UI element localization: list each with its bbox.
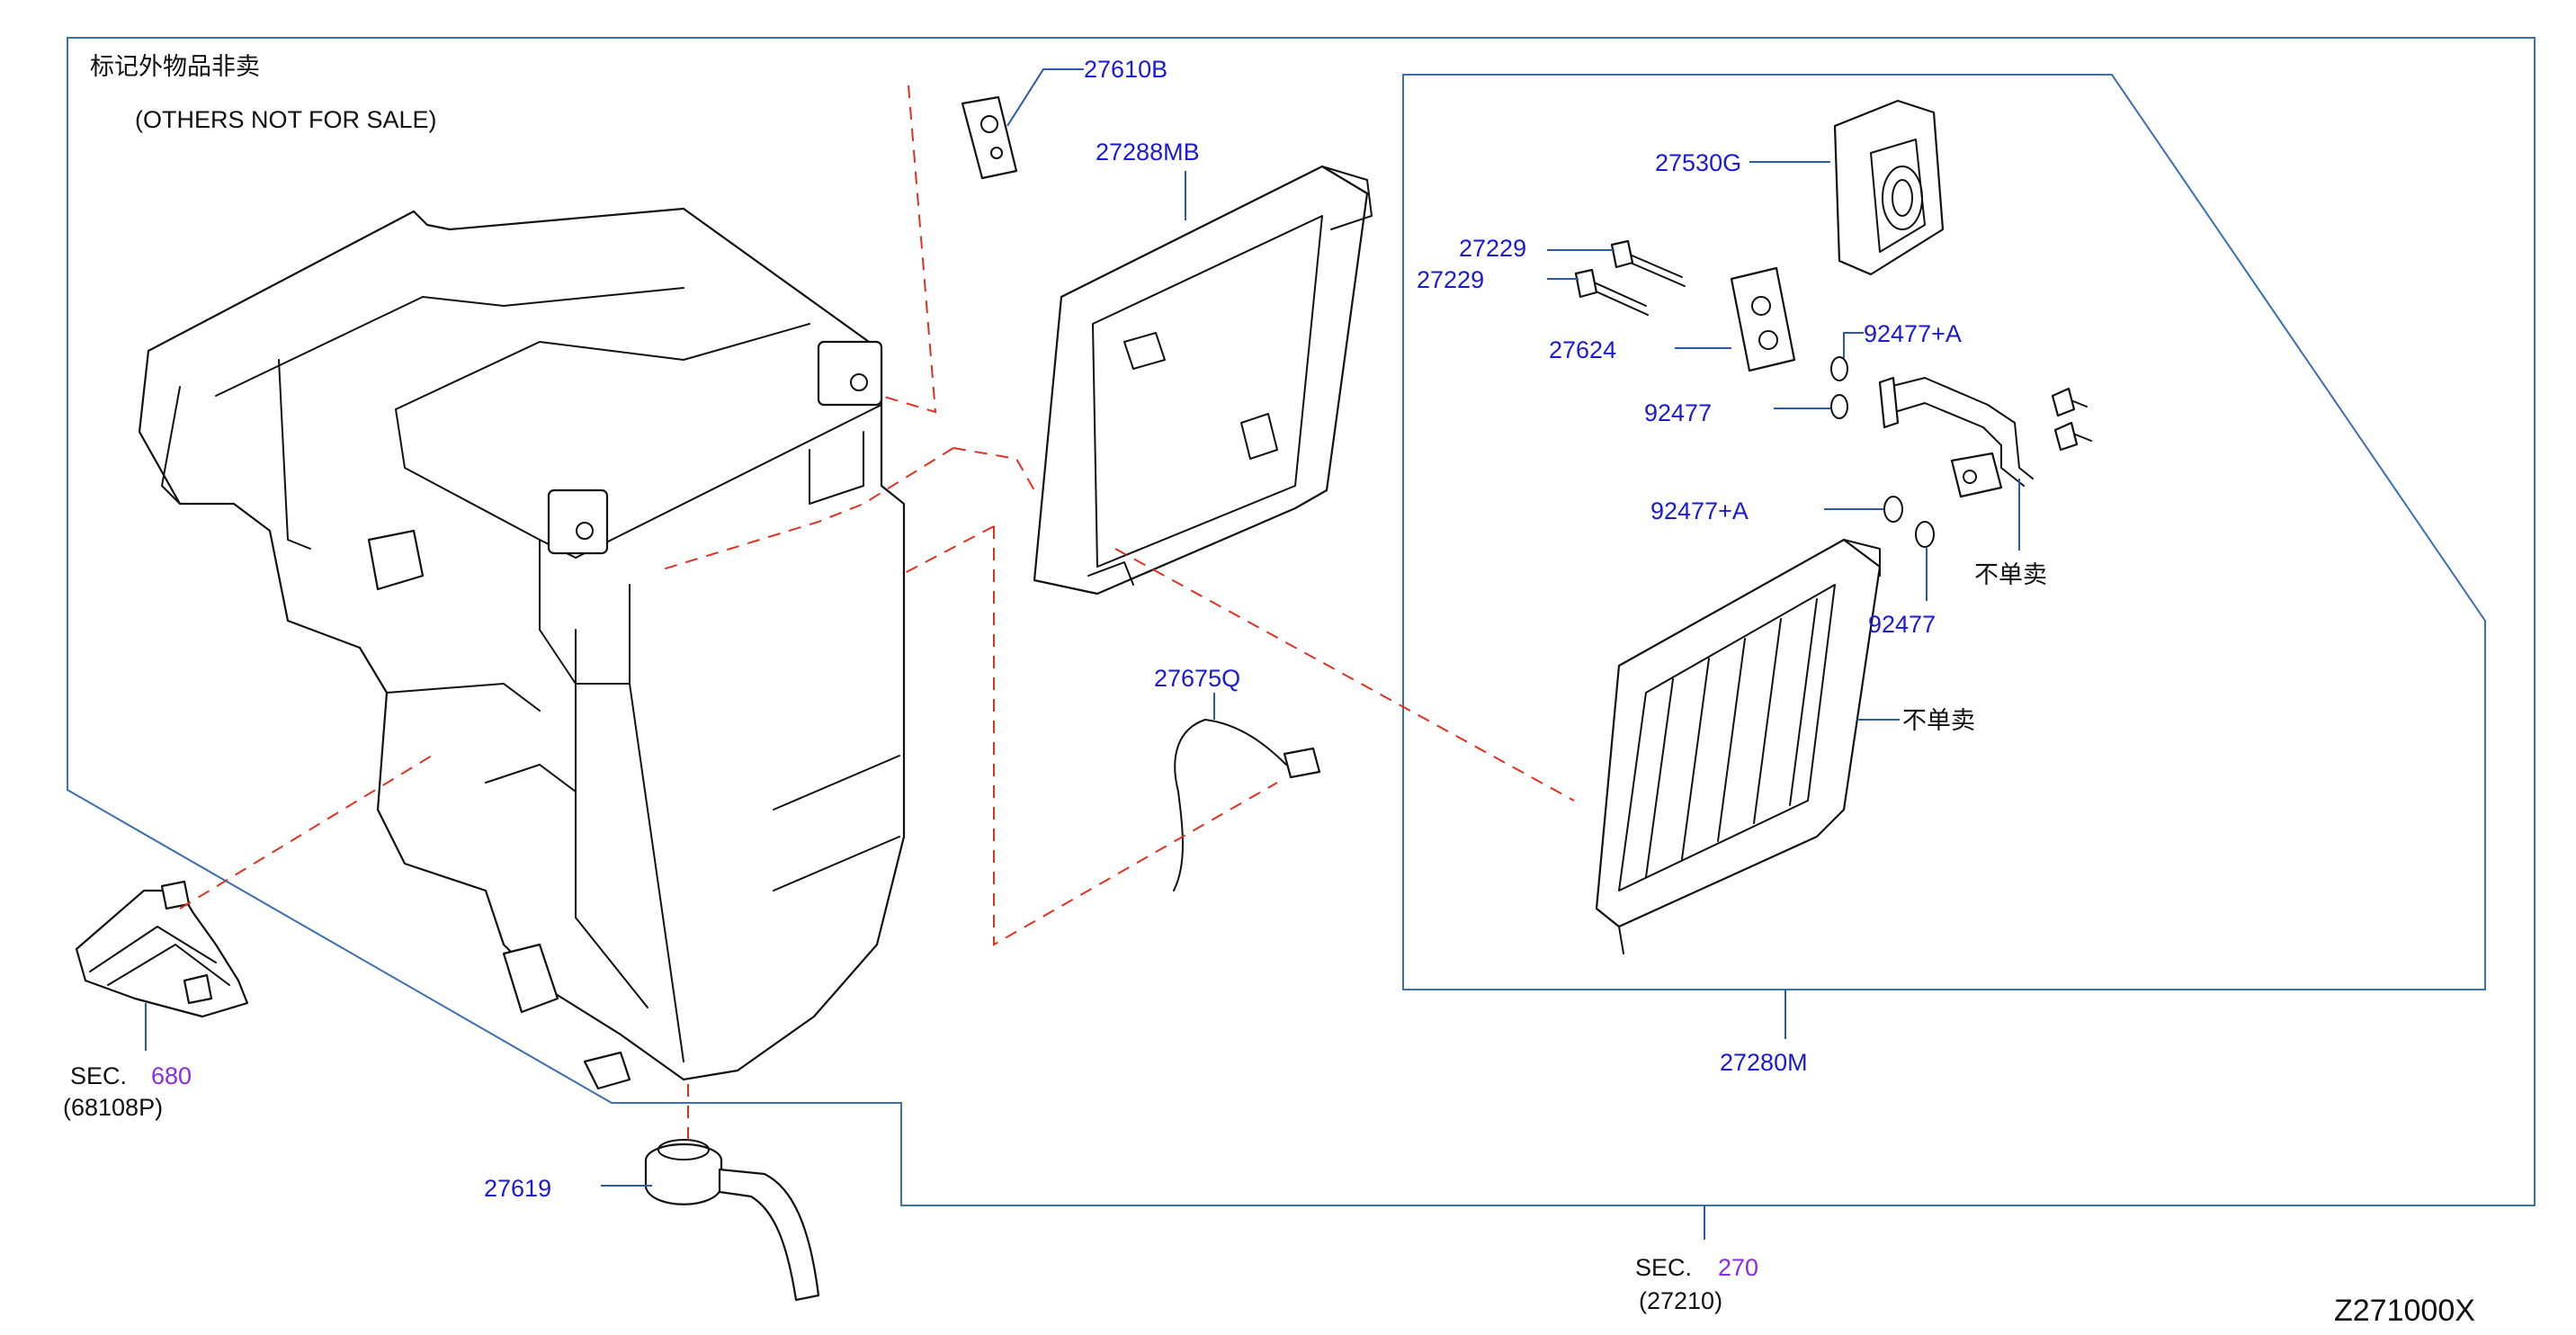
- note-not-for-sale-cn: 标记外物品非卖: [90, 53, 260, 80]
- inner-frame: [1402, 74, 2486, 990]
- sensor-27675q-drawing: [1173, 719, 1321, 891]
- label-92477-a-1: 92477+A: [1864, 320, 1962, 347]
- o-rings-drawing: [1830, 356, 1935, 548]
- label-not-sold-separately-2: 不单卖: [1902, 707, 1975, 734]
- section-270-sub: (27210): [1639, 1287, 1722, 1314]
- section-680-number: 680: [151, 1062, 192, 1089]
- diagram-code: Z271000X: [2334, 1294, 2475, 1328]
- drain-hose-27619-drawing: [644, 1139, 820, 1302]
- section-680-sub: (68108P): [63, 1094, 163, 1121]
- valve-27624-drawing: [1730, 266, 1796, 372]
- hvac-unit-drawing: [138, 207, 906, 1090]
- label-27288mb: 27288MB: [1096, 139, 1200, 166]
- bracket-27610b-drawing: [961, 95, 1018, 180]
- evaporator-core-drawing: [1595, 538, 1882, 954]
- duct-68108p-drawing: [75, 880, 249, 1018]
- leader-lines: [145, 68, 2020, 1240]
- section-270-number: 270: [1718, 1254, 1758, 1281]
- label-27530g: 27530G: [1655, 149, 1741, 176]
- cover-27530g-drawing: [1833, 99, 1945, 276]
- bolts-27229-drawing: [1574, 239, 2092, 452]
- label-92477-1: 92477: [1644, 399, 1712, 426]
- label-92477-a-2: 92477+A: [1650, 497, 1749, 524]
- case-27288mb-drawing: [1033, 165, 1373, 596]
- label-92477-2: 92477: [1868, 611, 1936, 638]
- note-not-for-sale-en: (OTHERS NOT FOR SALE): [135, 106, 437, 133]
- section-680-prefix: SEC.: [70, 1062, 127, 1089]
- assembly-dash-lines: [179, 85, 1575, 1142]
- label-27675q: 27675Q: [1154, 665, 1240, 692]
- section-270-prefix: SEC.: [1635, 1254, 1692, 1281]
- outer-frame: [67, 37, 2536, 1206]
- label-27610b: 27610B: [1084, 56, 1167, 83]
- label-27229-b: 27229: [1417, 266, 1484, 293]
- label-27619: 27619: [484, 1175, 551, 1202]
- label-27280m: 27280M: [1720, 1049, 1808, 1076]
- label-27229-a: 27229: [1459, 235, 1526, 262]
- label-27624: 27624: [1549, 336, 1616, 363]
- pipe-fitting-drawing: [1878, 376, 2034, 498]
- label-not-sold-separately-1: 不单卖: [1974, 561, 2047, 588]
